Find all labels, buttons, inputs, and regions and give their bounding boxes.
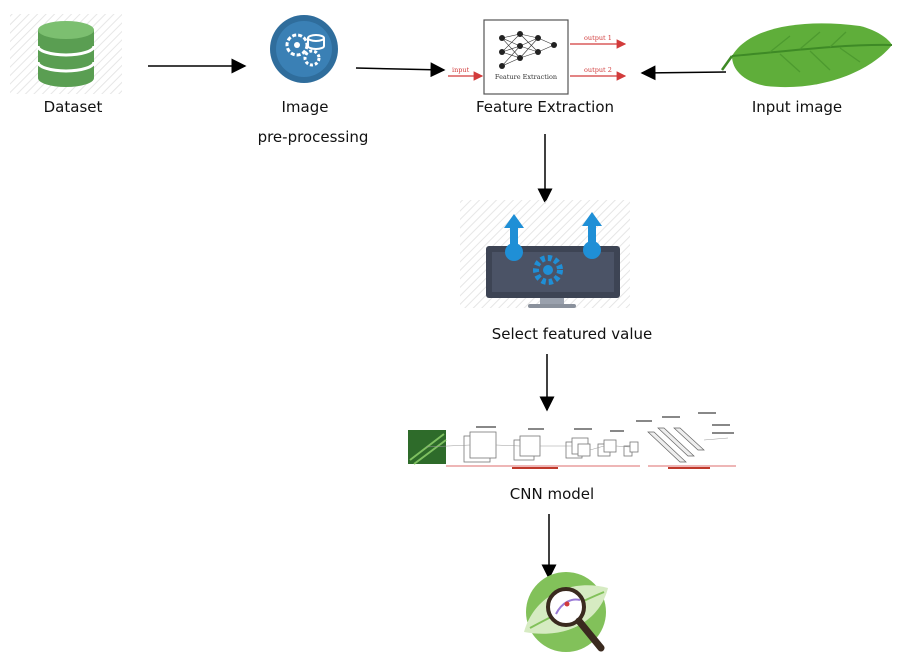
- cnn-model-label: CNN model: [509, 485, 595, 503]
- arrow-preprocessing-to-feature-extraction: [355, 62, 446, 78]
- input-image-label: Input image: [751, 98, 843, 116]
- select-featured-value-label: Select featured value: [491, 325, 653, 343]
- leaf-icon: [720, 23, 893, 88]
- dataset-label: Dataset: [43, 98, 103, 116]
- feature-extraction-input-text: input: [452, 66, 470, 74]
- cnn-architecture-icon: [408, 412, 736, 469]
- monitor-gears-icon: [460, 200, 630, 308]
- preprocessing-label-line2: pre-processing: [257, 128, 369, 146]
- leaf-inspection-icon: [524, 572, 608, 652]
- preprocessing-label-line1: Image: [281, 98, 329, 116]
- preprocessing-icon: [270, 15, 338, 83]
- feature-extraction-inner-text-line: Feature Extraction: [495, 73, 557, 81]
- arrow-input-image-to-feature-extraction: [640, 65, 727, 81]
- feature-extraction-label: Feature Extraction: [475, 98, 615, 116]
- feature-extraction-output1-text: output 1: [584, 34, 612, 42]
- feature-extraction-output2-text: output 2: [584, 66, 612, 74]
- feature-extraction-network-icon: Feature Extraction input output 1 output…: [448, 19, 627, 95]
- database-icon: [10, 14, 122, 94]
